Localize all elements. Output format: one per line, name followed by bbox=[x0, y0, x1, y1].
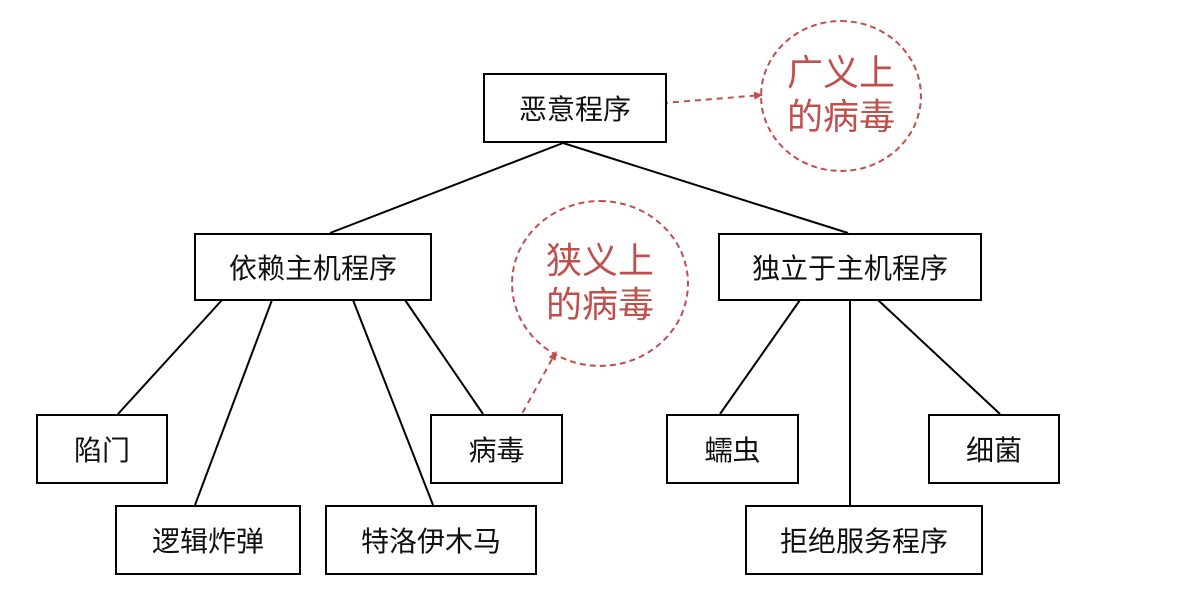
broad-virus-arrow bbox=[639, 91, 763, 106]
edge-host-dependent-trapdoor bbox=[117, 299, 223, 415]
annotation-narrow-virus-line2: 的病毒 bbox=[545, 284, 654, 326]
node-worm: 蠕虫 bbox=[666, 414, 799, 484]
node-trapdoor: 陷门 bbox=[36, 414, 168, 484]
edge-host-dependent-logic-bomb bbox=[194, 299, 273, 506]
annotation-broad-virus: 广义上 的病毒 bbox=[760, 20, 922, 172]
annotation-narrow-virus-line1: 狭义上 bbox=[545, 240, 654, 282]
node-bacteria: 细菌 bbox=[928, 414, 1060, 484]
edge-root-host-independent bbox=[562, 142, 849, 234]
edge-host-dependent-trojan bbox=[352, 299, 434, 506]
edge-root-host-dependent bbox=[329, 142, 564, 234]
edge-host-independent-worm bbox=[719, 299, 801, 415]
node-host-dependent-program: 依赖主机程序 bbox=[194, 233, 432, 301]
node-trojan-horse: 特洛伊木马 bbox=[325, 505, 537, 575]
node-virus: 病毒 bbox=[430, 414, 563, 484]
node-malicious-program: 恶意程序 bbox=[483, 73, 667, 143]
edge-host-independent-bacteria bbox=[877, 299, 1001, 415]
node-logic-bomb: 逻辑炸弹 bbox=[115, 505, 301, 575]
annotation-narrow-virus: 狭义上 的病毒 bbox=[511, 200, 689, 367]
annotation-broad-virus-line1: 广义上 bbox=[786, 53, 895, 94]
edge-host-dependent-virus bbox=[404, 299, 484, 415]
annotation-broad-virus-line2: 的病毒 bbox=[786, 97, 895, 138]
node-host-independent-program: 独立于主机程序 bbox=[718, 233, 982, 301]
node-denial-of-service-program: 拒绝服务程序 bbox=[745, 505, 983, 575]
